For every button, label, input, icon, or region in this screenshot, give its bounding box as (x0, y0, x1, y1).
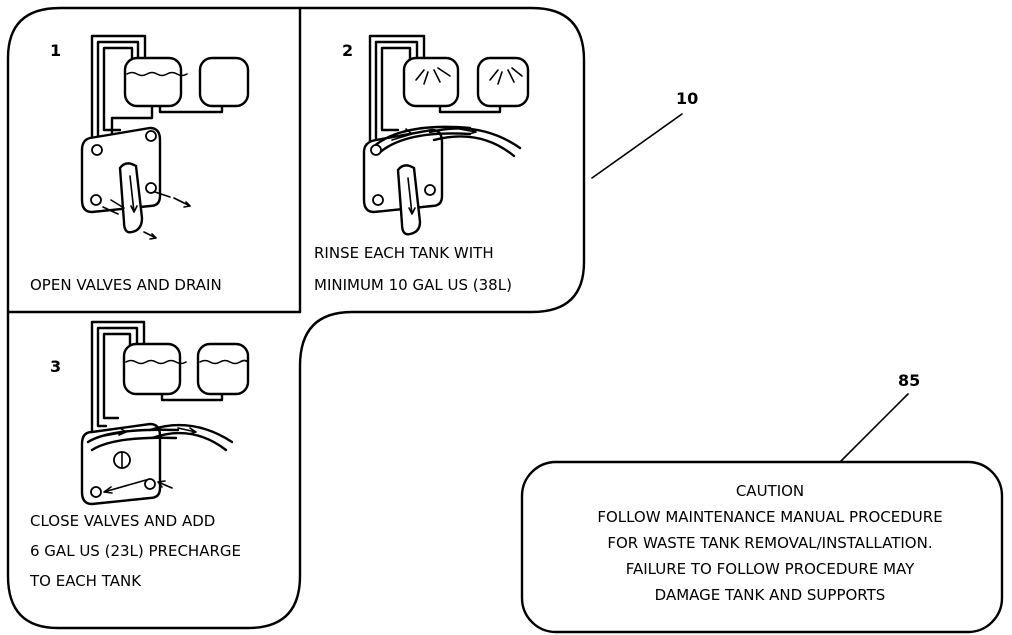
caution-line-1: FOLLOW MAINTENANCE MANUAL PROCEDURE (597, 508, 942, 526)
caution-title: CAUTION (736, 482, 804, 500)
panel-1-illustration (80, 34, 250, 240)
panel-1-number: 1 (50, 41, 61, 60)
caution-line-2: FOR WASTE TANK REMOVAL/INSTALLATION. (607, 534, 932, 552)
panel-3-caption-line-2: 6 GAL US (23L) PRECHARGE (30, 542, 241, 560)
panel-3-number: 3 (50, 357, 61, 376)
panel-2-illustration (362, 34, 530, 236)
panel-2: 2 RINSE EACH TANK (314, 34, 530, 294)
panel-2-caption-line-2: MINIMUM 10 GAL US (38L) (314, 276, 512, 294)
caution-line-4: DAMAGE TANK AND SUPPORTS (655, 586, 886, 604)
caution-box: CAUTION FOLLOW MAINTENANCE MANUAL PROCED… (520, 460, 1004, 634)
panel-3: 3 CLOSE VAL (29, 320, 250, 590)
placard-outline (6, 6, 586, 630)
panel-1: 1 OPEN VALVES AND (30, 34, 250, 294)
panel-2-caption-line-1: RINSE EACH TANK WITH (314, 244, 494, 262)
caution-line-3: FAILURE TO FOLLOW PROCEDURE MAY (626, 560, 915, 578)
callout-caution-number: 85 (898, 371, 920, 390)
panel-3-caption-line-3: TO EACH TANK (29, 572, 142, 590)
panel-3-caption-line-1: CLOSE VALVES AND ADD (30, 512, 215, 530)
panel-2-number: 2 (342, 41, 353, 60)
callout-decal-leader (591, 113, 683, 179)
callout-decal-number: 10 (676, 89, 698, 108)
panel-1-caption: OPEN VALVES AND DRAIN (30, 276, 222, 294)
callout-caution-leader (839, 393, 909, 463)
panel-3-illustration (80, 320, 250, 506)
